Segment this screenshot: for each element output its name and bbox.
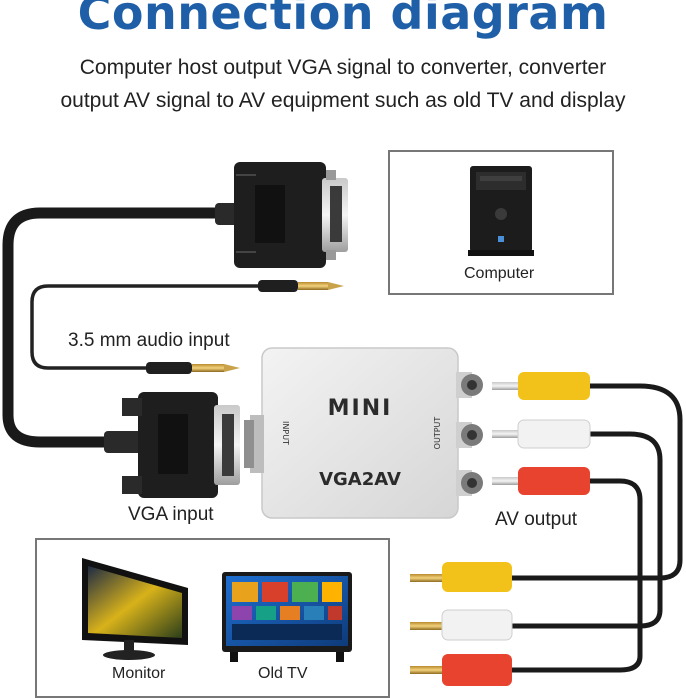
vga-connector-bottom — [104, 392, 240, 498]
rca-cable-white — [510, 431, 663, 629]
audio-cable — [30, 284, 262, 370]
monitor-label: Monitor — [112, 665, 166, 682]
audio-jack-bottom — [146, 362, 240, 374]
audio-jack-top — [258, 280, 344, 292]
rca-socket-3 — [456, 470, 483, 496]
rca-plug-red-bottom — [410, 654, 512, 686]
converter-box — [244, 347, 483, 519]
computer-tower-icon — [468, 166, 534, 256]
vga-input-label: VGA input — [128, 504, 214, 525]
rca-plug-white-bottom — [410, 609, 513, 641]
rca-cable-red — [510, 478, 643, 673]
vga-cable — [2, 207, 236, 448]
subtitle-line-1: Computer host output VGA signal to conve… — [79, 56, 607, 79]
old-tv-label: Old TV — [258, 665, 308, 682]
monitor-icon — [82, 558, 188, 660]
rca-socket-2 — [456, 422, 483, 448]
converter-model: VGA2AV — [319, 469, 401, 490]
rca-plug-yellow-bottom — [410, 562, 512, 592]
av-output-label: AV output — [495, 509, 578, 530]
rca-socket-1 — [456, 372, 483, 398]
page-title: Connection diagram — [77, 0, 609, 40]
rca-plug-red-top — [492, 467, 590, 495]
converter-output-label: OUTPUT — [433, 417, 442, 450]
rca-cable-yellow — [510, 383, 683, 581]
converter-input-label: INPUT — [281, 421, 290, 445]
vga-connector-top — [215, 162, 348, 268]
old-tv-icon — [222, 572, 352, 662]
converter-brand: MINI — [328, 396, 393, 421]
subtitle-line-2: output AV signal to AV equipment such as… — [60, 89, 626, 112]
rca-plug-yellow-top — [492, 372, 590, 400]
rca-plug-white-top — [492, 419, 591, 449]
computer-label: Computer — [464, 265, 535, 282]
audio-input-label: 3.5 mm audio input — [68, 330, 230, 351]
